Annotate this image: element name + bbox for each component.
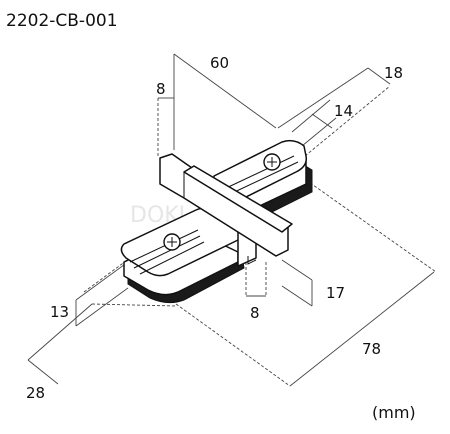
dimension-8-top: 8 (156, 80, 166, 98)
connector-drawing (120, 139, 313, 304)
dimension-78: 78 (362, 340, 381, 358)
screw-head-icon (263, 153, 281, 171)
dimension-28: 28 (26, 384, 45, 402)
unit-label: (mm) (372, 403, 416, 422)
dimension-8-bottom: 8 (250, 304, 260, 322)
dimension-14: 14 (334, 102, 353, 120)
dimension-18: 18 (384, 64, 403, 82)
dimension-60: 60 (210, 54, 229, 72)
dimension-lines (27, 53, 437, 387)
screw-head-icon (163, 233, 181, 251)
dimension-13: 13 (50, 303, 69, 321)
model-number: 2202-CB-001 (6, 11, 118, 31)
dimension-17: 17 (326, 284, 345, 302)
